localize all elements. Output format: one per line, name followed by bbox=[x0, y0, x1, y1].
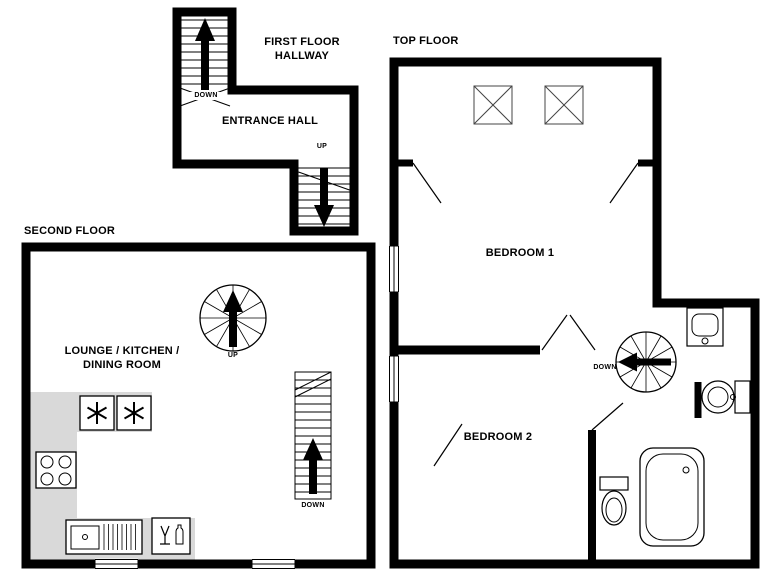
bedroom2-label: BEDROOM 2 bbox=[463, 431, 533, 443]
pedestal-basin-icon bbox=[701, 380, 751, 414]
stairs-down-arrow bbox=[303, 438, 323, 494]
second-floor-section bbox=[21, 242, 376, 570]
window bbox=[251, 558, 296, 570]
toilet-icon bbox=[599, 476, 629, 526]
door-leaf bbox=[591, 402, 624, 431]
stairs-up-arrow bbox=[314, 168, 334, 227]
entrance-hall-label: ENTRANCE HALL bbox=[221, 115, 319, 127]
staircase-down bbox=[294, 371, 332, 500]
window bbox=[94, 558, 139, 570]
spiral-down-arrow bbox=[618, 352, 671, 372]
kitchen-counter bbox=[30, 392, 195, 560]
skylight-window bbox=[473, 85, 513, 125]
top-floor-walls bbox=[389, 57, 760, 569]
dishwasher-icon bbox=[151, 517, 191, 555]
spiral-staircase-down bbox=[615, 331, 677, 393]
door-leaf bbox=[609, 162, 639, 204]
lounge-kitchen-label-line1: LOUNGE / KITCHEN / bbox=[64, 345, 180, 357]
door-leaf bbox=[569, 314, 596, 351]
top-floor-title: TOP FLOOR bbox=[393, 35, 459, 47]
bedroom1-label: BEDROOM 1 bbox=[485, 247, 555, 259]
sink-unit-icon bbox=[65, 519, 143, 555]
first-floor-title-line2: HALLWAY bbox=[274, 50, 330, 62]
top-floor-section bbox=[389, 57, 760, 569]
lounge-kitchen-label: LOUNGE / KITCHEN / DINING ROOM bbox=[42, 344, 202, 372]
basin-icon bbox=[686, 307, 724, 347]
second-floor-title: SECOND FLOOR bbox=[24, 225, 116, 237]
ceiling-slope-line bbox=[433, 423, 463, 467]
door-leaf bbox=[412, 162, 442, 204]
stairs-down-arrow bbox=[195, 18, 215, 90]
window bbox=[389, 355, 400, 403]
window bbox=[389, 245, 400, 293]
spiral-staircase-up bbox=[199, 284, 267, 352]
stairs-down-label: DOWN bbox=[185, 92, 227, 100]
bath-icon bbox=[639, 447, 705, 547]
skylight-window bbox=[544, 85, 584, 125]
first-floor-title: FIRST FLOOR HALLWAY bbox=[252, 35, 352, 63]
spiral-up-arrow bbox=[223, 290, 243, 347]
fridge-freezer-icon bbox=[79, 395, 152, 431]
door-leaf bbox=[541, 314, 568, 351]
lounge-kitchen-label-line2: DINING ROOM bbox=[83, 359, 161, 371]
hob-icon bbox=[35, 451, 77, 489]
spiral-down-label: DOWN bbox=[593, 364, 617, 371]
spiral-up-label: UP bbox=[227, 352, 239, 359]
first-floor-title-line1: FIRST FLOOR bbox=[264, 36, 340, 48]
stairs-up-label: UP bbox=[316, 143, 328, 150]
stairs-down-label2: DOWN bbox=[301, 502, 325, 509]
